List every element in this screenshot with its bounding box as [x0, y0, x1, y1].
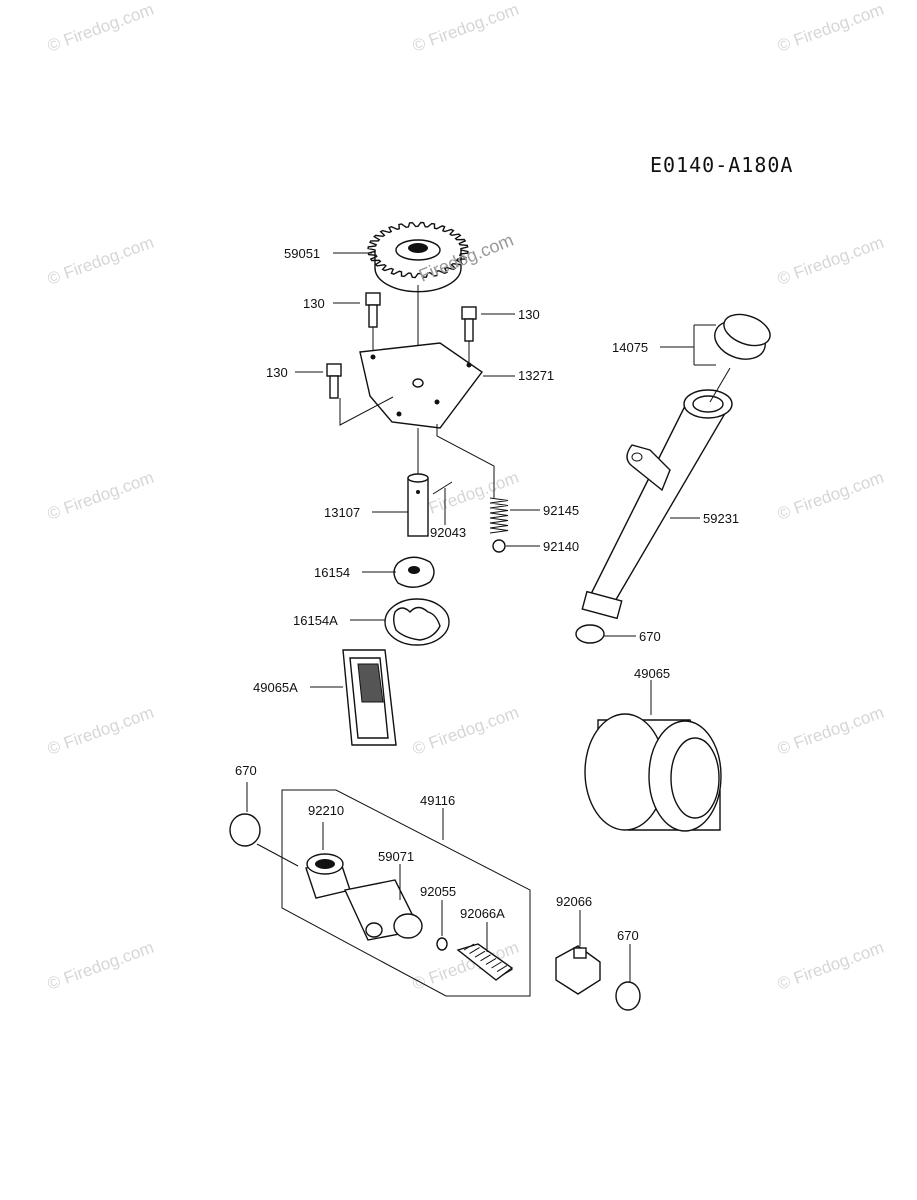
- label-92145: 92145: [543, 503, 579, 518]
- plug-92066A: [456, 943, 514, 981]
- bolt-130-right: [461, 306, 477, 365]
- label-92140: 92140: [543, 539, 579, 554]
- strainer-49065A: [342, 649, 397, 746]
- label-92210: 92210: [308, 803, 344, 818]
- label-130: 130: [266, 365, 288, 380]
- oil-filter-49065: [584, 713, 722, 832]
- label-92066: 92066: [556, 894, 592, 909]
- watermark: © Firedog.com: [775, 468, 886, 524]
- label-92043: 92043: [430, 525, 466, 540]
- label-130: 130: [518, 307, 540, 322]
- ball-92140: [492, 539, 506, 553]
- watermark: © Firedog.com: [45, 0, 156, 56]
- pipe-59071: [343, 879, 423, 941]
- watermark: © Firedog.com: [410, 0, 521, 56]
- label-14075: 14075: [612, 340, 648, 355]
- label-49065A: 49065A: [253, 680, 298, 695]
- watermark: © Firedog.com: [45, 233, 156, 289]
- watermark: © Firedog.com: [775, 233, 886, 289]
- label-59231: 59231: [703, 511, 739, 526]
- label-130: 130: [303, 296, 325, 311]
- gear-59051: [367, 221, 469, 293]
- watermark: © Firedog.com: [45, 703, 156, 759]
- inner-rotor-16154: [393, 556, 435, 588]
- label-13107: 13107: [324, 505, 360, 520]
- label-59051: 59051: [284, 246, 320, 261]
- label-13271: 13271: [518, 368, 554, 383]
- label-59071: 59071: [378, 849, 414, 864]
- label-670: 670: [617, 928, 639, 943]
- pin-92043: [432, 481, 453, 495]
- label-16154: 16154: [314, 565, 350, 580]
- diagram-code: E0140-A180A: [650, 153, 793, 177]
- watermark: © Firedog.com: [45, 468, 156, 524]
- watermark: © Firedog.com: [775, 938, 886, 994]
- label-670: 670: [235, 763, 257, 778]
- bolt-130-left-bottom: [326, 363, 342, 399]
- label-92055: 92055: [420, 884, 456, 899]
- o-ring-670-left: [229, 813, 261, 847]
- watermark: © Firedog.com: [775, 703, 886, 759]
- dipstick-14075: [709, 313, 771, 403]
- spring-92145: [489, 497, 509, 534]
- label-92066A: 92066A: [460, 906, 505, 921]
- plate-13271: [359, 342, 483, 429]
- o-ring-92055: [436, 937, 448, 951]
- label-49065: 49065: [634, 666, 670, 681]
- label-670: 670: [639, 629, 661, 644]
- watermark: © Firedog.com: [410, 703, 521, 759]
- shaft-13107: [407, 473, 429, 537]
- label-16154A: 16154A: [293, 613, 338, 628]
- gear-bore: [408, 243, 428, 253]
- fitting-92210: [305, 853, 351, 899]
- filler-tube-59231: [581, 389, 733, 620]
- watermark-layer: © Firedog.com © Firedog.com © Firedog.co…: [45, 0, 886, 994]
- o-ring-670-right: [615, 981, 641, 1011]
- outer-rotor-16154A: [384, 598, 450, 646]
- o-ring-670-tube: [575, 624, 605, 644]
- plug-92066: [555, 945, 601, 995]
- watermark: © Firedog.com: [775, 0, 886, 56]
- label-49116: 49116: [420, 793, 455, 808]
- watermark: © Firedog.com: [45, 938, 156, 994]
